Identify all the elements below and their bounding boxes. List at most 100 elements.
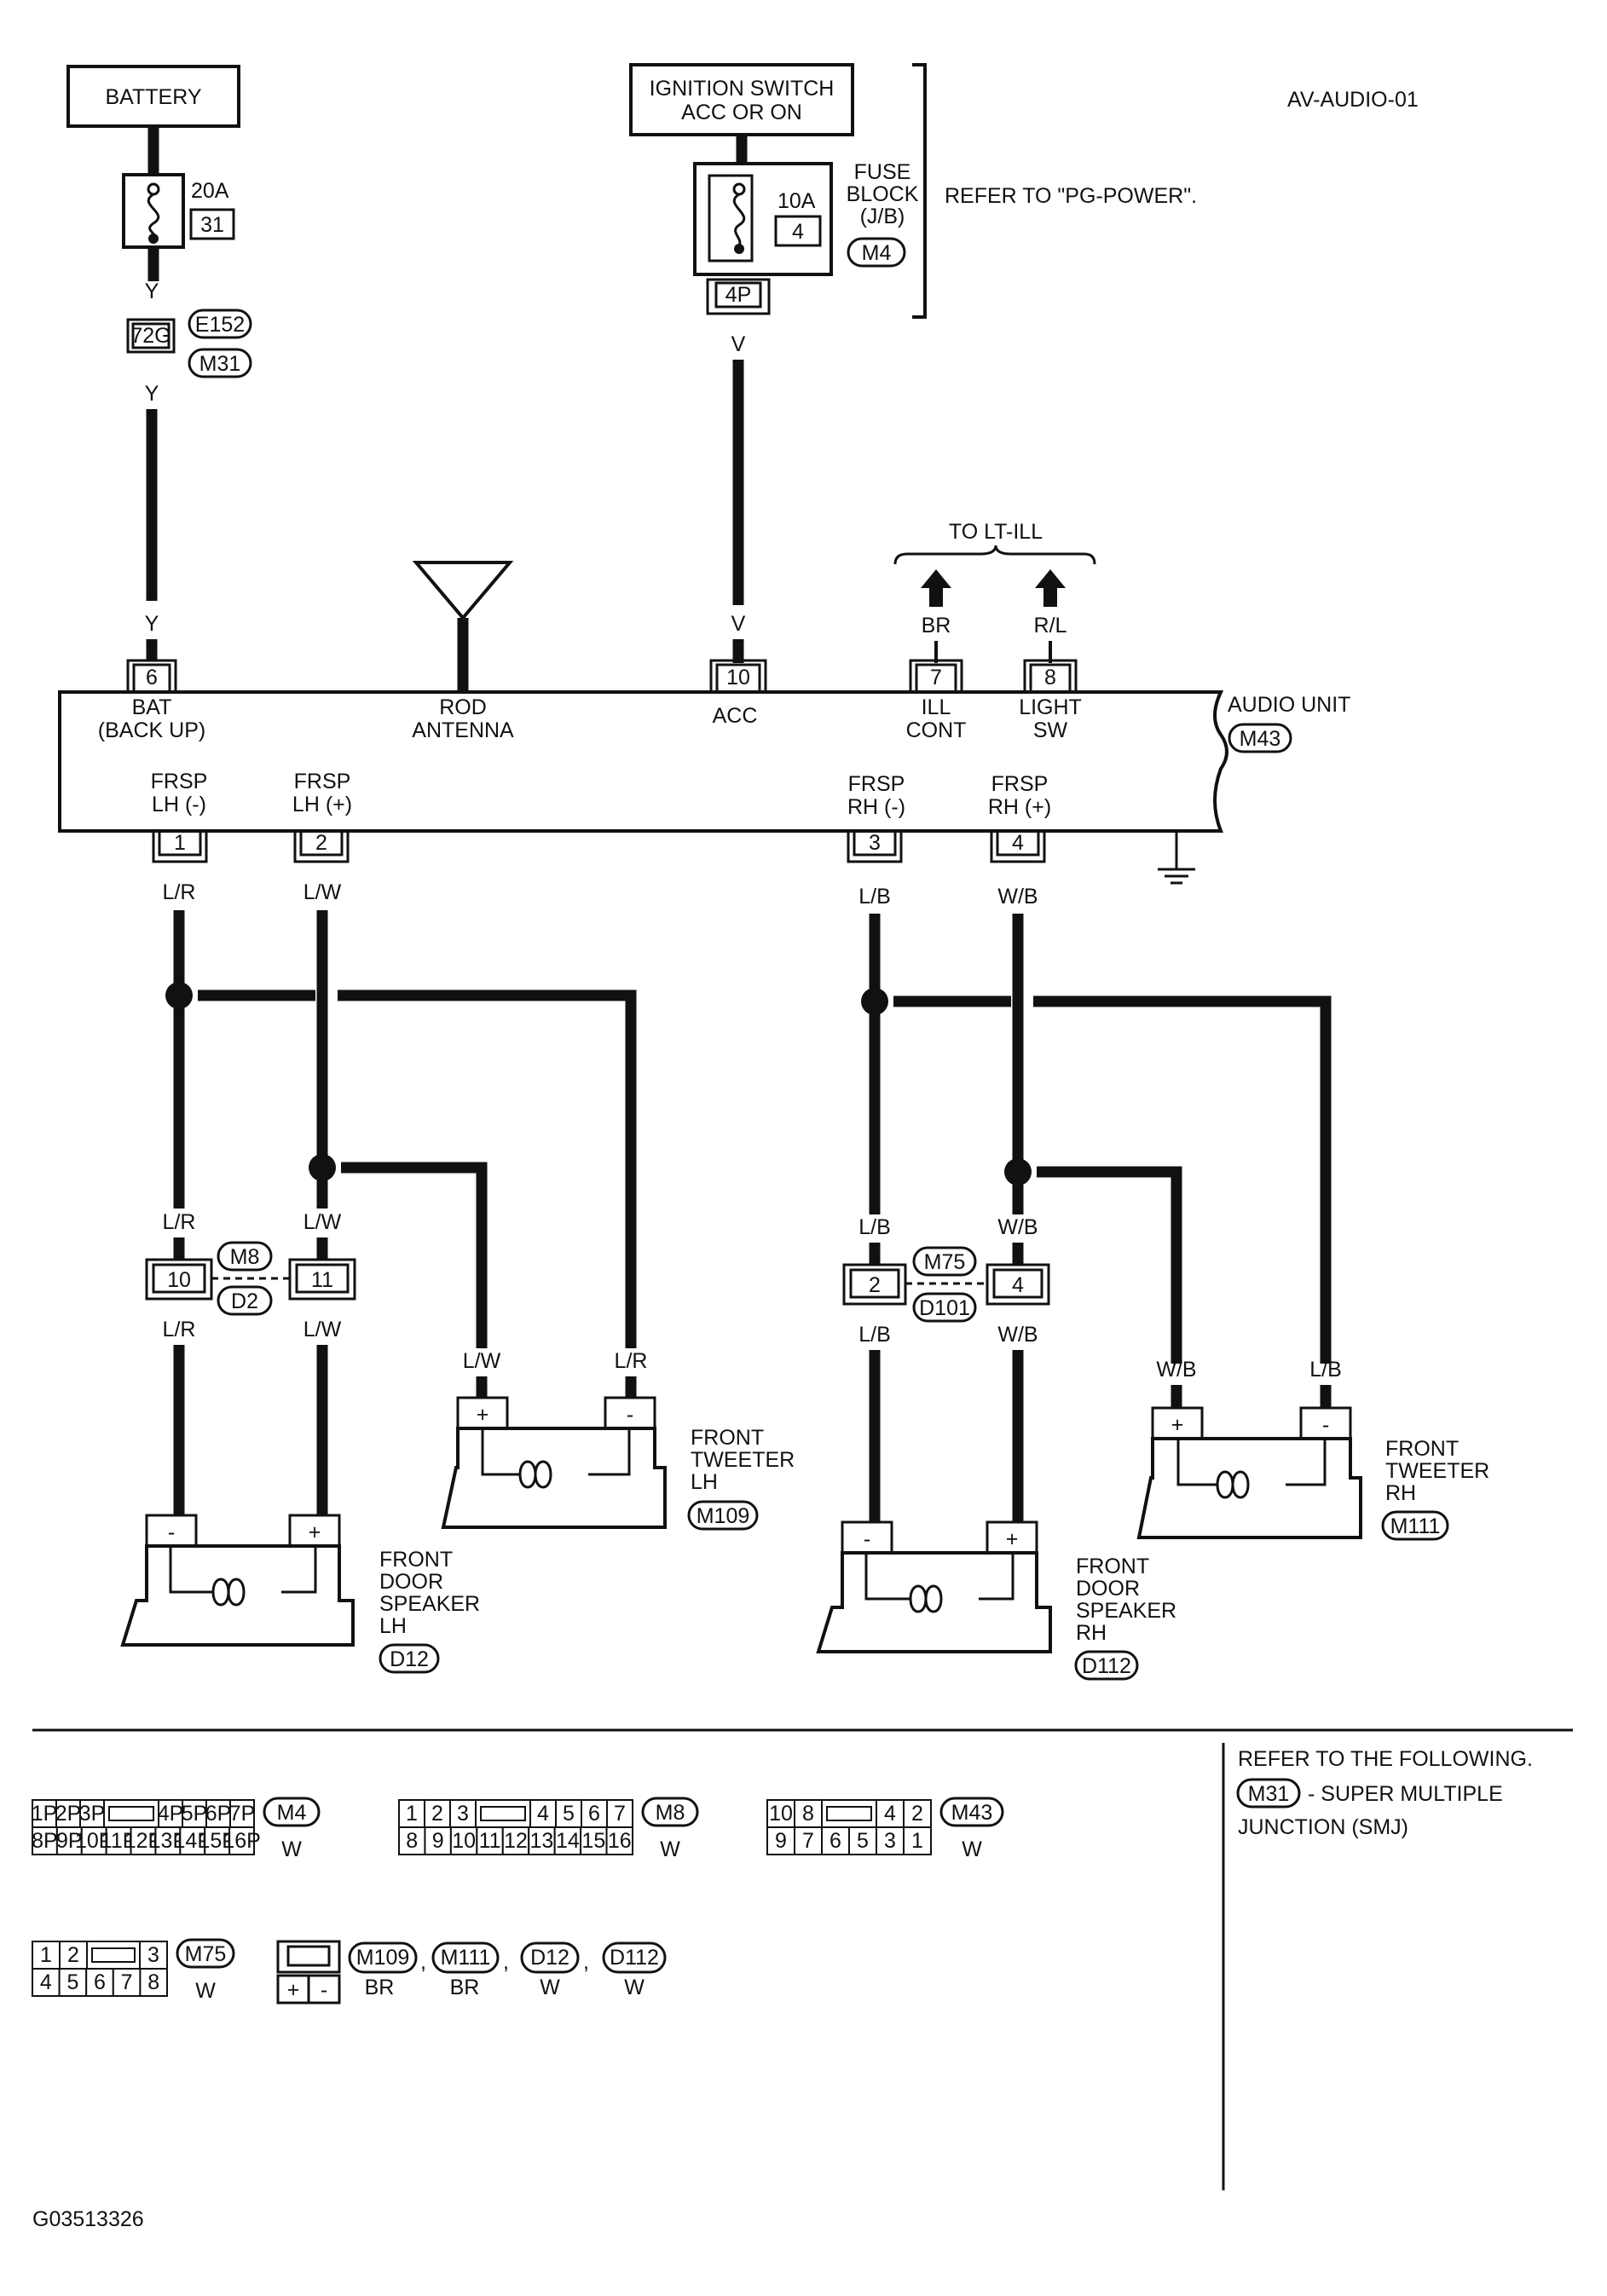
svg-text:SPEAKER: SPEAKER [379, 1592, 480, 1616]
connector-badge-m111 [1381, 1510, 1449, 1541]
svg-text:LH: LH [691, 1470, 718, 1494]
svg-text:4: 4 [1012, 831, 1024, 855]
refer-pg-power: REFER TO "PG-POWER". [945, 184, 1197, 208]
rh-wiring: L/B W/B L/B W/B 2 4 M75 D101 L/B W/B W/ [842, 885, 1342, 1522]
svg-text:L/R: L/R [615, 1349, 648, 1373]
fuse-icon [732, 193, 746, 246]
wire-color-y-3: Y [145, 612, 159, 636]
wire-color-y-2: Y [145, 382, 159, 406]
connector-id: M75 [185, 1942, 227, 1966]
image-code: G03513326 [32, 2207, 144, 2231]
battery-circuit: BATTERY 20A 31 Y 72G E152 M31 Y Y [66, 65, 252, 661]
connector-badge-m4 [847, 237, 906, 268]
to-lt-ill: TO LT-ILL BR R/L [893, 520, 1096, 663]
brace [893, 545, 1096, 565]
svg-text:ACC: ACC [713, 704, 758, 728]
pin-cell [228, 1826, 256, 1855]
svg-text:W/B: W/B [1156, 1358, 1196, 1382]
ignition-label-2: ACC OR ON [681, 101, 802, 124]
ignition-label-1: IGNITION SWITCH [650, 77, 835, 101]
pin-number: 15 [581, 1829, 605, 1853]
terminal-1: FRSP LH (-) 1 [151, 770, 208, 863]
svg-text:8: 8 [1044, 666, 1056, 689]
svg-text:M8: M8 [230, 1245, 260, 1269]
pin-cell [580, 1826, 608, 1855]
pin-number: 9 [432, 1829, 444, 1853]
pin-number: 3P [79, 1802, 106, 1826]
svg-text:L/R: L/R [163, 1318, 196, 1341]
ground-icon [1158, 831, 1195, 885]
audio-unit-body [58, 690, 1228, 833]
svg-text:RH (-): RH (-) [847, 795, 905, 819]
fuse-block-box [693, 162, 833, 276]
terminal-4: FRSP RH (+) 4 [988, 772, 1051, 863]
connector-view-two-pin: + - M109 , BR M111 , BR D12 , W D112 W [276, 1940, 667, 2005]
pin-number: 5 [857, 1829, 869, 1853]
pin-number: 6P [205, 1802, 232, 1826]
pin-cell [86, 1941, 141, 1970]
pin-number: 7 [614, 1802, 626, 1826]
svg-text:L/W: L/W [303, 880, 342, 904]
svg-text:M111: M111 [441, 1946, 491, 1970]
svg-text:,: , [503, 1950, 509, 1974]
rod-antenna [412, 561, 514, 692]
pin-cell [424, 1826, 452, 1855]
svg-text:DOOR: DOOR [379, 1570, 443, 1594]
pin-cell [103, 1799, 159, 1828]
pin-cell [204, 1826, 231, 1855]
svg-text:BR: BR [450, 1976, 480, 1999]
svg-text:,: , [420, 1950, 426, 1974]
svg-text:E152: E152 [195, 313, 245, 337]
svg-text:FRONT: FRONT [691, 1426, 764, 1450]
svg-text:FRSP: FRSP [848, 772, 905, 796]
connector-badge [641, 1797, 699, 1827]
pin-number: 6 [588, 1802, 600, 1826]
page-title: AV-AUDIO-01 [1287, 88, 1419, 112]
connector-badge-m109 [687, 1500, 759, 1531]
speaker-front-door-lh: - + FRONT DOOR SPEAKER LH D12 [120, 1514, 480, 1674]
pin-cell [766, 1799, 795, 1828]
pin-number: 6 [94, 1970, 106, 1994]
pin-cell [182, 1799, 207, 1828]
connector-badge [263, 1797, 321, 1827]
pin-cell [528, 1826, 556, 1855]
pin-number: 7 [121, 1970, 133, 1994]
pin-cell [606, 1799, 633, 1828]
svg-text:FUSE: FUSE [854, 160, 911, 184]
pin-number: 11 [479, 1829, 501, 1853]
svg-text:-: - [627, 1403, 633, 1427]
pin-number: 3 [457, 1802, 469, 1826]
pin-cell [821, 1799, 877, 1828]
svg-text:-: - [1322, 1413, 1329, 1437]
svg-text:FRSP: FRSP [991, 772, 1049, 796]
svg-text:(J/B): (J/B) [860, 205, 905, 228]
pin-number: 2 [67, 1943, 79, 1967]
pin-number: 3 [884, 1829, 896, 1853]
svg-text:2: 2 [869, 1273, 881, 1297]
arrow-up-icon [921, 569, 951, 607]
to-lt-ill-label: TO LT-ILL [949, 520, 1043, 544]
wire-color-v-1: V [731, 332, 746, 356]
pin-number: 16P [223, 1829, 260, 1853]
svg-text:+: + [477, 1403, 489, 1427]
svg-text:W: W [540, 1976, 560, 1999]
svg-text:10: 10 [167, 1268, 191, 1292]
svg-text:D12: D12 [390, 1647, 429, 1671]
svg-text:DOOR: DOOR [1076, 1577, 1140, 1601]
svg-text:+: + [1006, 1527, 1019, 1551]
pin-number: 4 [537, 1802, 549, 1826]
connector-color: W [281, 1837, 302, 1861]
svg-text:W/B: W/B [997, 1215, 1038, 1239]
svg-text:LH (+): LH (+) [292, 793, 352, 816]
svg-text:FRSP: FRSP [294, 770, 351, 793]
svg-text:LIGHT: LIGHT [1019, 695, 1082, 719]
svg-text:ROD: ROD [439, 695, 487, 719]
svg-text:L/B: L/B [858, 885, 891, 909]
pin-number: 10 [452, 1829, 476, 1853]
svg-text:M75: M75 [924, 1250, 966, 1274]
svg-text:10: 10 [726, 666, 750, 689]
pin-cell [766, 1826, 795, 1855]
connector-badge-d12 [379, 1643, 440, 1674]
svg-text:BAT: BAT [132, 695, 172, 719]
pin-number: 4 [40, 1970, 52, 1994]
